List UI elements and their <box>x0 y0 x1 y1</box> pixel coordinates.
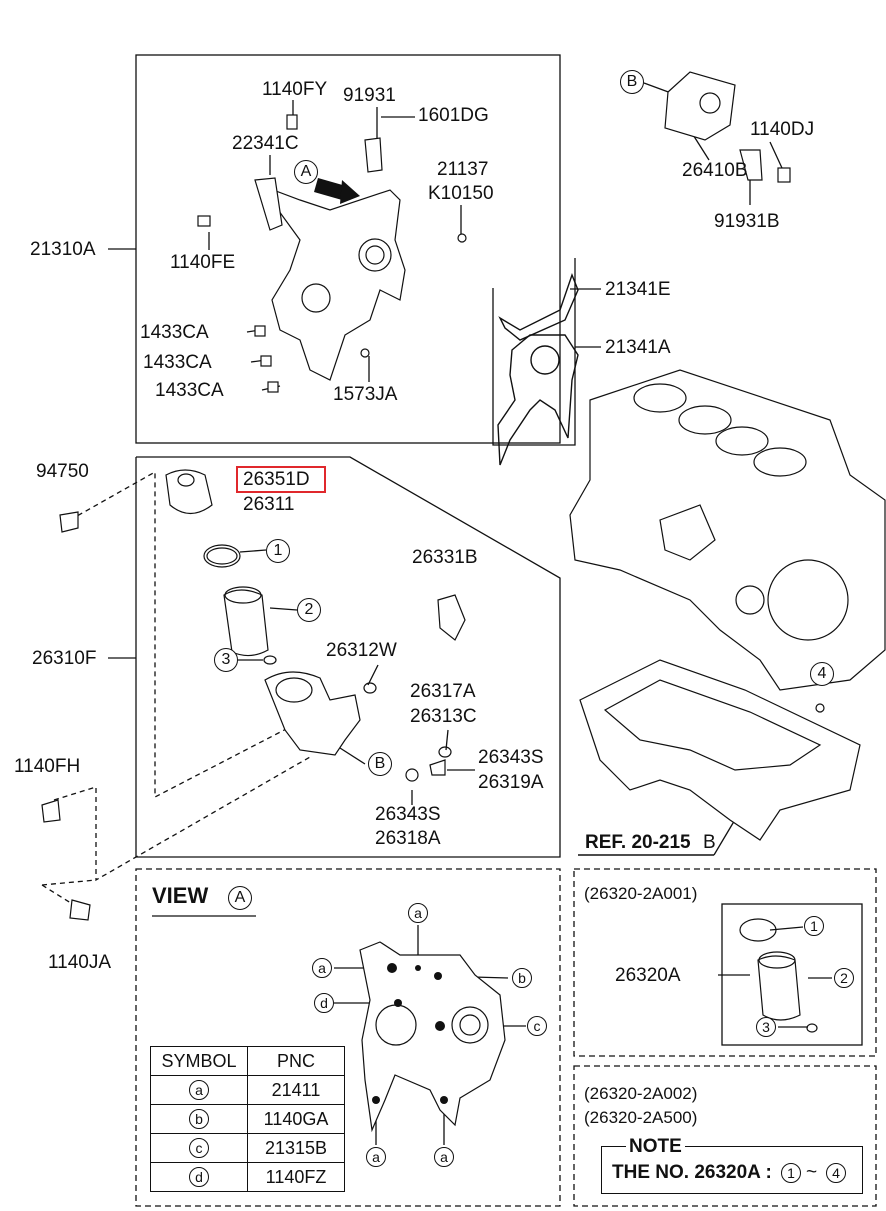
note-tilde: ~ <box>806 1162 818 1183</box>
callout-1: 1 <box>266 539 290 563</box>
symbol-cell: b <box>150 1104 248 1134</box>
label-26311: 26311 <box>243 494 295 515</box>
kit-box-2 <box>573 1065 877 1207</box>
label-26351D: 26351D <box>243 469 310 490</box>
marker-b-cooler: B <box>620 70 644 94</box>
label-26318A: 26318A <box>375 828 441 849</box>
gasket-21341E <box>498 272 579 341</box>
kit-callout-3: 3 <box>756 1017 776 1037</box>
oil-filter-housing <box>264 671 361 756</box>
oil-filter-element <box>223 589 269 657</box>
marker-b-housing: B <box>368 752 392 776</box>
label-26343S-b: 26343S <box>375 804 441 825</box>
label-1140FY: 1140FY <box>262 79 328 100</box>
note-from: 1 <box>781 1163 801 1183</box>
callout-3: 3 <box>214 648 238 672</box>
label-K10150: K10150 <box>428 183 494 204</box>
kit-title-3: (26320-2A500) <box>584 1108 698 1127</box>
gasket-21341A <box>497 334 579 466</box>
label-26410B: 26410B <box>682 160 748 181</box>
view-title: VIEW <box>152 883 209 908</box>
pnc-cell: 21411 <box>247 1075 345 1105</box>
oil-pan <box>579 659 861 841</box>
kit-box-1 <box>573 868 877 1057</box>
ref-b-label: B <box>703 832 716 853</box>
note-to: 4 <box>826 1163 846 1183</box>
label-1601DG: 1601DG <box>418 105 489 126</box>
oil-filter-box <box>135 456 561 858</box>
timing-cover <box>258 183 406 381</box>
label-21137: 21137 <box>437 159 489 180</box>
label-26312W: 26312W <box>326 640 397 661</box>
view-a-bottom-left: a <box>366 1147 386 1167</box>
label-1433CA-2: 1433CA <box>143 352 212 373</box>
view-title-a: A <box>228 886 252 910</box>
symbol-cell: d <box>150 1162 248 1192</box>
pnc-cell: 21315B <box>247 1133 345 1163</box>
label-26313C: 26313C <box>410 706 477 727</box>
pnc-cell: 1140FZ <box>247 1162 345 1192</box>
label-26320A: 26320A <box>615 965 681 986</box>
kit-callout-1: 1 <box>804 916 824 936</box>
view-a-cover <box>359 941 506 1133</box>
view-b: b <box>512 968 532 988</box>
label-26331B: 26331B <box>412 547 478 568</box>
label-1433CA-1: 1433CA <box>140 322 209 343</box>
kit-callout-2: 2 <box>834 968 854 988</box>
symbol-table: SYMBOL PNC a 21411 b 1140GA c 21315B d 1… <box>150 1046 345 1192</box>
callout-2: 2 <box>297 598 321 622</box>
view-c: c <box>527 1016 547 1036</box>
label-26319A: 26319A <box>478 772 544 793</box>
view-a-left: a <box>312 958 332 978</box>
label-26310F: 26310F <box>32 648 97 669</box>
label-1140FH: 1140FH <box>14 756 81 777</box>
symbol-header: SYMBOL <box>150 1046 248 1076</box>
kit-title-1: (26320-2A001) <box>584 884 698 903</box>
oil-filter-cap <box>165 469 213 515</box>
arrow-view-a-marker: A <box>294 160 318 184</box>
highlight-26351D <box>236 466 326 493</box>
label-21341A: 21341A <box>605 337 671 358</box>
note-text-prefix: THE NO. 26320A : <box>612 1162 772 1183</box>
label-1140JA: 1140JA <box>48 952 112 973</box>
label-21341E: 21341E <box>605 279 671 300</box>
note-text: THE NO. 26320A : <box>612 1163 772 1183</box>
symbol-cell: c <box>150 1133 248 1163</box>
ref-label: REF. 20-215 <box>585 832 691 853</box>
label-26317A: 26317A <box>410 681 476 702</box>
label-22341C: 22341C <box>232 133 299 154</box>
label-1433CA-3: 1433CA <box>155 380 224 401</box>
view-a-top: a <box>408 903 428 923</box>
o-ring-1 <box>203 544 241 568</box>
note-box <box>601 1146 863 1194</box>
view-a-box <box>135 868 561 1207</box>
kit-title-2: (26320-2A002) <box>584 1084 698 1103</box>
label-1573JA: 1573JA <box>333 384 398 405</box>
view-d: d <box>314 993 334 1013</box>
label-91931B: 91931B <box>714 211 780 232</box>
note-heading: NOTE <box>626 1137 685 1157</box>
label-26343S-a: 26343S <box>478 747 544 768</box>
pnc-header: PNC <box>247 1046 345 1076</box>
view-a-bottom-right: a <box>434 1147 454 1167</box>
label-21310A: 21310A <box>30 239 96 260</box>
callout-4: 4 <box>810 662 834 686</box>
label-94750: 94750 <box>36 461 89 482</box>
label-1140FE: 1140FE <box>170 252 236 273</box>
kit-o-ring <box>739 918 777 942</box>
label-91931: 91931 <box>343 85 396 106</box>
label-1140DJ: 1140DJ <box>750 119 815 140</box>
pnc-cell: 1140GA <box>247 1104 345 1134</box>
engine-block <box>569 369 886 691</box>
symbol-cell: a <box>150 1075 248 1105</box>
